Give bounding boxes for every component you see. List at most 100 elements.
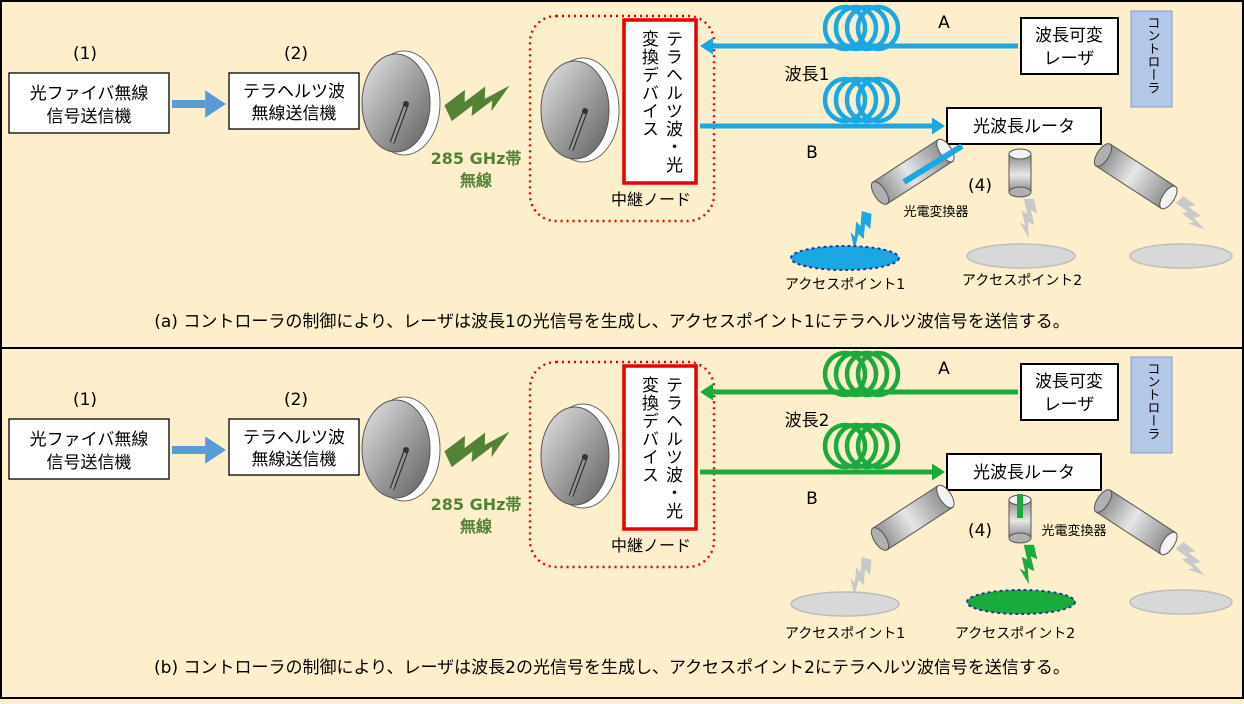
- access-point-1-label: アクセスポイント1: [785, 277, 905, 293]
- ap-bolt-icon-1: [850, 556, 872, 597]
- tx-dish-feed-horn: [403, 447, 409, 453]
- tunable-laser-box: [1020, 17, 1119, 75]
- wavelength-router-label: 光波長ルータ: [973, 463, 1075, 483]
- band-label: 285 GHz帯: [431, 149, 522, 168]
- tx-dish: [361, 396, 441, 502]
- tunable-laser-line1: 波長可変: [1035, 26, 1103, 46]
- ap-bolt-icon-3: [1175, 196, 1206, 230]
- rx-dish-feed-arm-inner: [569, 111, 587, 151]
- tunable-laser-line2: レーザ: [1044, 395, 1095, 415]
- photo-converter-2-end: [1008, 186, 1032, 198]
- fiber-coil-a-loop: [822, 4, 868, 52]
- rof-transmitter-box: [8, 72, 170, 134]
- fiber-coil-b-loop: [833, 422, 879, 470]
- fiber-coil-b-loop: [844, 76, 890, 124]
- ap-bolt-icon-2: [1019, 198, 1038, 239]
- fiber-b-label: B: [806, 143, 818, 163]
- tx-dish-bowl: [361, 53, 431, 153]
- rx-dish: [540, 403, 620, 509]
- photo-converter-1-cap: [936, 484, 955, 509]
- thz-transmitter-box: [228, 72, 360, 130]
- label-4: (4): [968, 521, 992, 541]
- photo-converter-1: [870, 138, 955, 205]
- wavelength-router-box: [946, 453, 1102, 491]
- access-point-1-area: [790, 591, 900, 617]
- controller-label: コントローラ: [1145, 362, 1160, 440]
- rx-dish-feed-horn: [582, 108, 588, 114]
- ap-bolt-icon-2: [1019, 544, 1038, 585]
- access-point-1-label: アクセスポイント1: [785, 626, 905, 642]
- ap-bolt-icon-3: [1175, 542, 1206, 576]
- fiber-coil-b: [822, 76, 901, 124]
- tx-dish-bowl: [361, 399, 431, 499]
- photo-converter-1-end: [870, 181, 890, 205]
- fiber-a-arrow-head: [700, 37, 713, 55]
- fiber-coil-b-loop: [822, 422, 868, 470]
- label-4: (4): [968, 176, 992, 196]
- relay-node-label: 中継ノード: [611, 536, 691, 555]
- rx-dish: [540, 57, 620, 163]
- relay-node-label: 中継ノード: [611, 190, 691, 209]
- fiber-coil-a-loop: [855, 350, 901, 398]
- thz-transmitter-line2: 無線送信機: [252, 450, 337, 470]
- thz-transmitter-line1: テラヘルツ波: [243, 82, 345, 102]
- relay-node-boundary: [528, 14, 716, 223]
- panel-caption: (b) コントローラの制御により、レーザは波長2の光信号を生成し、アクセスポイン…: [154, 658, 1070, 678]
- photo-converter-2-body: [1008, 153, 1032, 193]
- fiber-coil-b: [822, 422, 901, 470]
- tx-dish: [361, 50, 441, 156]
- photo-converter-label: 光電変換器: [903, 204, 968, 220]
- photo-converter-1-end: [870, 527, 890, 551]
- photo-converter-2: [1008, 148, 1032, 198]
- controller-box: [1130, 10, 1173, 108]
- fiber-coil-a-loop: [833, 350, 879, 398]
- band-label: 285 GHz帯: [431, 495, 522, 514]
- photo-converter-3-cap: [1159, 531, 1178, 556]
- rof-transmitter-box: [8, 418, 170, 480]
- tunable-laser-line1: 波長可変: [1035, 372, 1103, 392]
- wireless-bolt-icon: [444, 85, 510, 122]
- fiber-coil-a-loop: [833, 4, 879, 52]
- converter-device-box: [622, 364, 698, 531]
- fiber-a-label: A: [938, 359, 950, 379]
- rx-dish-bowl: [540, 60, 610, 160]
- active-branch-1-fiber: [902, 143, 964, 185]
- input-arrow-head: [205, 90, 226, 118]
- photo-converter-3-cap: [1159, 185, 1178, 210]
- rof-transmitter-line2: 信号送信機: [47, 453, 132, 473]
- wavelength-router-label: 光波長ルータ: [973, 117, 1075, 137]
- input-arrow-head: [205, 436, 226, 464]
- ap-bolt-icon-1: [850, 210, 872, 251]
- tx-dish-feed-arm-inner: [390, 104, 408, 144]
- converter-line1: テラヘルツ波・光: [662, 376, 683, 520]
- thz-transmitter-line1: テラヘルツ波: [243, 428, 345, 448]
- label-2: (2): [284, 390, 308, 410]
- access-point-1-area: [790, 245, 900, 271]
- access-point-2-area: [966, 589, 1076, 615]
- rof-transmitter-line2: 信号送信機: [47, 107, 132, 127]
- rof-transmitter-line1: 光ファイバ無線: [30, 430, 149, 450]
- fiber-coil-a-loop: [844, 350, 890, 398]
- fiber-coil-a-loop: [855, 4, 901, 52]
- fiber-a-arrow-head: [700, 383, 713, 401]
- photo-converter-1: [870, 484, 955, 551]
- access-point-2-area: [966, 243, 1076, 269]
- controller-label: コントローラ: [1145, 16, 1160, 94]
- band-label-wireless: 無線: [460, 171, 492, 190]
- converter-device-box: [622, 18, 698, 185]
- access-point-2-label: アクセスポイント2: [955, 626, 1075, 642]
- tunable-laser-line2: レーザ: [1044, 49, 1095, 69]
- photo-converter-3: [1093, 143, 1178, 210]
- label-2: (2): [284, 44, 308, 64]
- rx-dish-bowl: [540, 406, 610, 506]
- photo-converter-3-end: [1093, 143, 1113, 167]
- fiber-coil-a: [822, 4, 901, 52]
- converter-line2: 変換デバイス: [638, 30, 659, 138]
- photo-converter-3-end: [1093, 489, 1113, 513]
- tx-dish-feed-arm-inner: [390, 450, 408, 490]
- tunable-laser-box: [1020, 363, 1119, 421]
